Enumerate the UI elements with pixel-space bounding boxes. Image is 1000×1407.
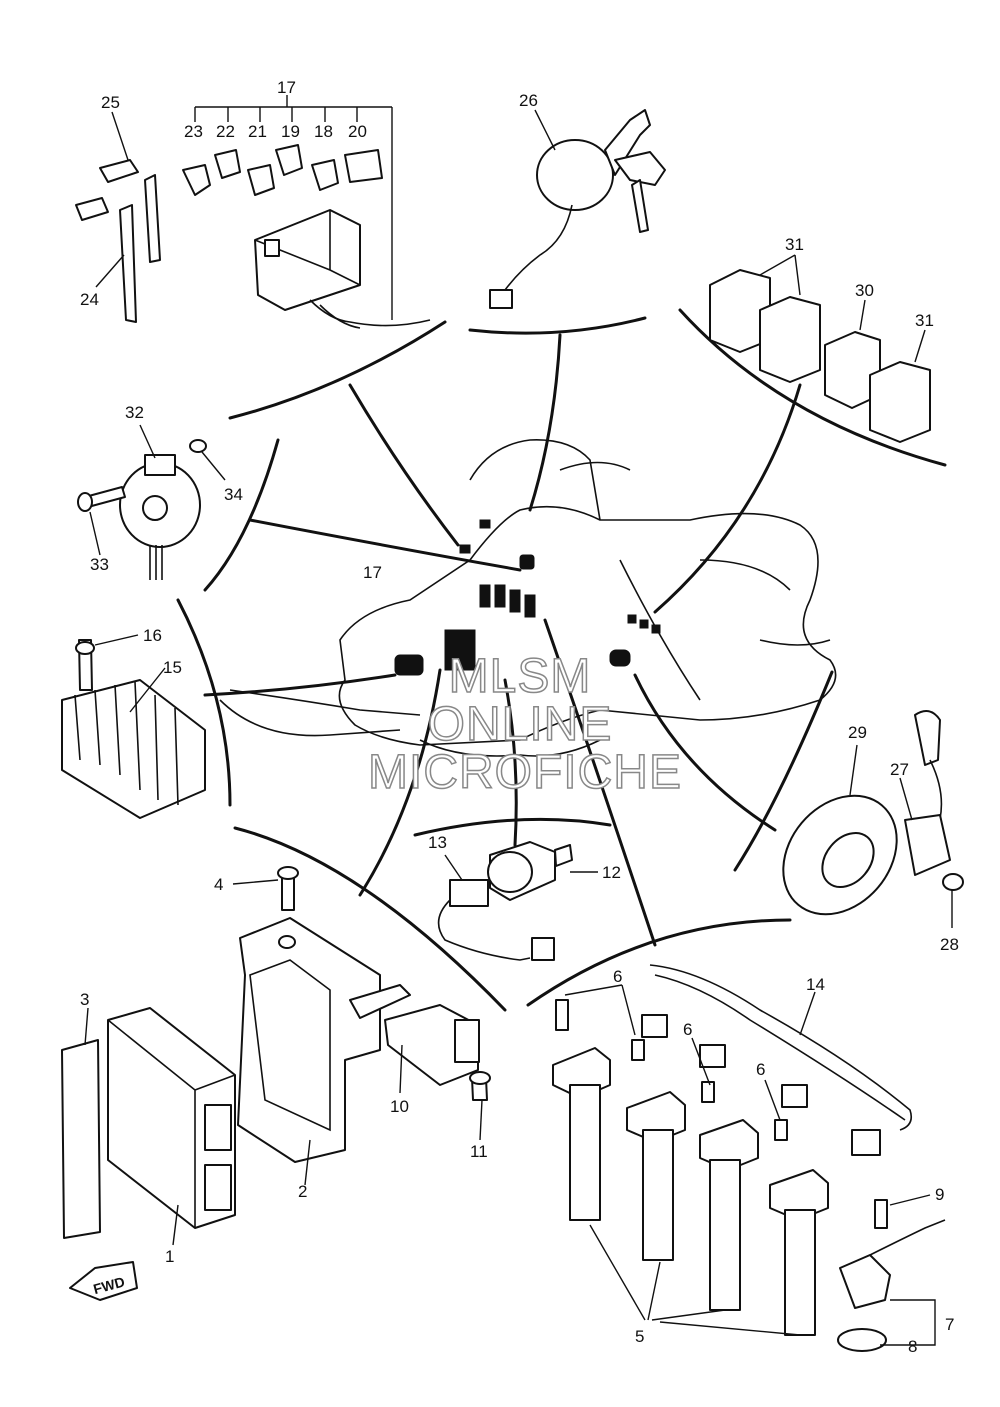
label-part-8: 8 [908,1337,917,1356]
pressure-sensor [437,841,598,961]
label-part-14: 14 [806,975,825,994]
part-number-labels: 1 2 3 4 5 6 6 6 6 7 8 9 10 11 12 13 14 1… [80,78,959,1356]
group-leader-lines [203,333,802,947]
label-part-21: 21 [248,122,267,141]
fwd-badge-text: FWD [92,1273,127,1297]
sensor-coil [77,424,226,580]
hull-component-markers [394,519,661,676]
label-part-31b: 31 [915,311,934,330]
pickup-disc [782,710,964,928]
forward-direction-indicator: FWD [69,1261,138,1301]
label-part-27: 27 [890,760,909,779]
label-part-1: 1 [165,1247,174,1266]
label-part-30: 30 [855,281,874,300]
label-part-31a: 31 [785,235,804,254]
label-part-3: 3 [80,990,89,1009]
label-part-6b: 6 [683,1020,692,1039]
label-part-24: 24 [80,290,99,309]
label-part-4: 4 [214,875,223,894]
label-part-13: 13 [428,833,447,852]
relays [709,254,931,443]
label-part-7: 7 [945,1315,954,1334]
label-part-6a: 6 [613,967,622,986]
watermark-line-2: ONLINE [428,698,613,751]
label-part-10: 10 [390,1097,409,1116]
ignition-coils [552,964,946,1352]
label-part-32: 32 [125,403,144,422]
cable-ties [75,111,161,323]
label-part-15: 15 [163,658,182,677]
main-switch [489,109,666,309]
watermark: MLSM ONLINE MICROFICHE [367,649,682,800]
watermark-line-1: MLSM [449,650,592,703]
label-part-18: 18 [314,122,333,141]
label-part-29: 29 [848,723,867,742]
label-part-28: 28 [940,935,959,954]
rectifier-regulator [61,634,206,819]
label-part-19: 19 [281,122,300,141]
label-part-23: 23 [184,122,203,141]
label-part-17-top: 17 [277,78,296,97]
fuse-box-assembly [182,95,431,329]
label-part-20: 20 [348,122,367,141]
label-part-22: 22 [216,122,235,141]
label-part-12: 12 [602,863,621,882]
ecu-and-bracket [61,866,491,1246]
label-part-16: 16 [143,626,162,645]
label-part-9: 9 [935,1185,944,1204]
label-part-26: 26 [519,91,538,110]
label-part-34: 34 [224,485,243,504]
label-part-2: 2 [298,1182,307,1201]
label-part-17-center: 17 [363,563,382,582]
label-part-5: 5 [635,1327,644,1346]
label-part-6c: 6 [756,1060,765,1079]
label-part-25: 25 [101,93,120,112]
label-part-33: 33 [90,555,109,574]
label-part-11: 11 [470,1142,488,1161]
watermark-line-3: MICROFICHE [368,746,682,799]
